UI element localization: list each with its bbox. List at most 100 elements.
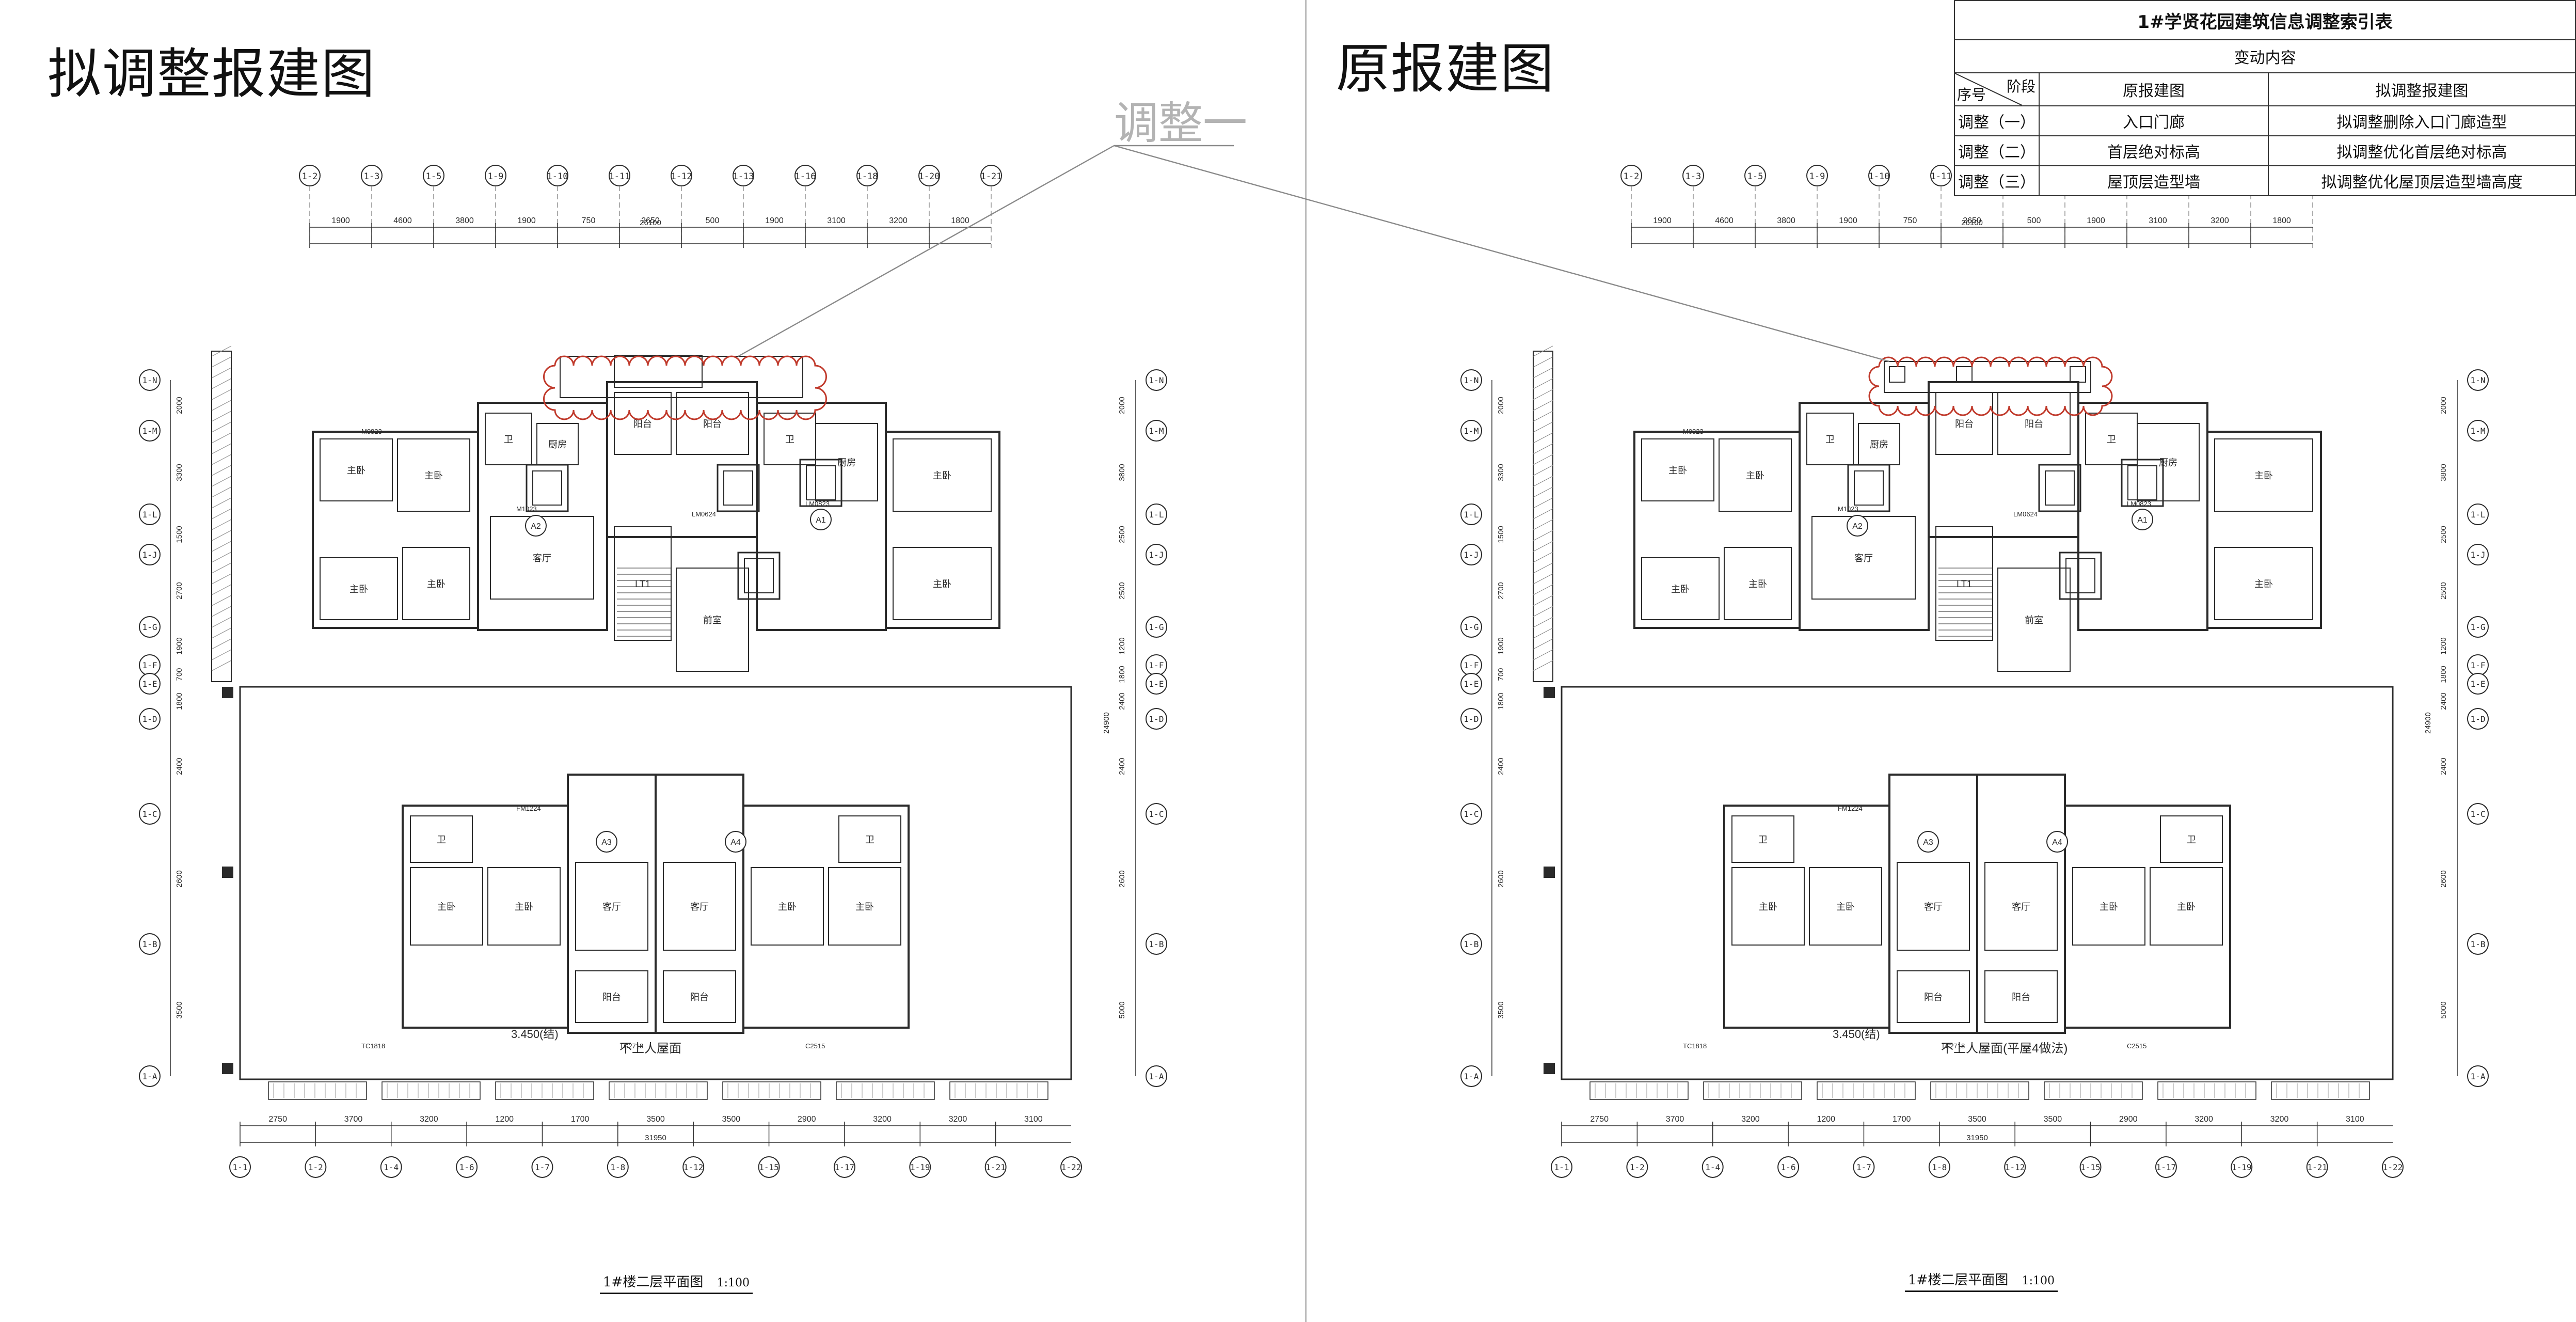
axis-label: 1-21 bbox=[985, 1162, 1006, 1172]
axis-label: 1-N bbox=[2471, 375, 2486, 385]
wall-hatch bbox=[1533, 486, 1553, 498]
dim-text-left: 3300 bbox=[175, 464, 184, 481]
axis-bubble bbox=[1146, 1065, 1167, 1087]
lift-shaft bbox=[717, 464, 760, 512]
room-label: 阳台 bbox=[1924, 992, 1943, 1002]
right-title: 原报建图 bbox=[1336, 37, 1555, 100]
room-label: 主卧 bbox=[1748, 579, 1767, 589]
wall-hatch bbox=[1533, 617, 1553, 628]
room-label: 主卧 bbox=[933, 470, 951, 481]
unit-tag-label: A1 bbox=[816, 516, 826, 525]
axis-label: 1-5 bbox=[1747, 171, 1763, 182]
room-label: 主卧 bbox=[2254, 579, 2273, 589]
axis-label: 1-17 bbox=[2156, 1162, 2176, 1172]
axis-bubble bbox=[1146, 420, 1167, 442]
dim-text-bottom: 3100 bbox=[2346, 1115, 2364, 1124]
dim-text-top: 1900 bbox=[331, 216, 350, 225]
wall-hatch bbox=[211, 421, 232, 433]
dim-text-right: 2400 bbox=[1118, 758, 1126, 775]
axis-bubble bbox=[1460, 673, 1482, 695]
planter-box bbox=[268, 1081, 367, 1100]
wall-hatch bbox=[211, 400, 232, 411]
room-outline bbox=[2150, 867, 2223, 946]
axis-bubble bbox=[1146, 369, 1167, 391]
room-label: 主卧 bbox=[427, 579, 446, 589]
window-tag: C2515 bbox=[805, 1042, 825, 1050]
wall-hatch bbox=[211, 497, 232, 509]
column-mark bbox=[1544, 687, 1555, 698]
unit-wall-lower bbox=[742, 805, 910, 1029]
axis-label: 1-M bbox=[2471, 426, 2486, 436]
porch-outline bbox=[560, 356, 803, 398]
room-label: 阳台 bbox=[633, 419, 652, 429]
dim-text-left: 1800 bbox=[1497, 693, 1505, 710]
row-original: 屋顶层造型墙 bbox=[2039, 165, 2269, 196]
window-tag: LM0624 bbox=[692, 510, 716, 518]
axis-label: 1-J bbox=[1149, 550, 1164, 560]
axis-bubble bbox=[1460, 420, 1482, 442]
room-label: 卫 bbox=[2107, 434, 2116, 445]
column-mark bbox=[222, 687, 233, 698]
axis-bubble bbox=[139, 1065, 161, 1087]
axis-bubble bbox=[1146, 616, 1167, 638]
wall-hatch bbox=[211, 411, 232, 422]
wall-hatch bbox=[1533, 552, 1553, 563]
axis-label: 1-E bbox=[1464, 679, 1479, 689]
axis-label: 1-22 bbox=[1061, 1162, 1082, 1172]
axis-label: 1-G bbox=[142, 622, 157, 632]
axis-bubble bbox=[2004, 1156, 2026, 1178]
window-tag: M0823 bbox=[361, 428, 382, 435]
dim-text-bottom: 1700 bbox=[571, 1115, 590, 1124]
axis-label: 1-N bbox=[142, 375, 157, 385]
window-tag: LM0823 bbox=[2127, 500, 2151, 508]
dim-text-bottom: 3100 bbox=[1024, 1115, 1043, 1124]
axis-label: 1-D bbox=[1149, 714, 1164, 724]
dim-text-right: 2400 bbox=[2439, 758, 2448, 775]
axis-bubble bbox=[758, 1156, 780, 1178]
axis-label: 1-F bbox=[2471, 660, 2486, 670]
room-outline bbox=[1809, 867, 1882, 946]
axis-bubble bbox=[380, 1156, 402, 1178]
table-row: 调整（一） 入口门廊 拟调整删除入口门廊造型 bbox=[1954, 105, 2576, 136]
dim-text-top: 750 bbox=[582, 216, 596, 225]
room-outline bbox=[828, 867, 901, 946]
wall-hatch bbox=[1533, 606, 1553, 617]
lift-shaft bbox=[2121, 459, 2164, 507]
window-tag: FM1224 bbox=[516, 805, 541, 812]
dim-text-bottom: 3500 bbox=[646, 1115, 665, 1124]
axis-bubble bbox=[139, 803, 161, 825]
axis-bubble bbox=[139, 420, 161, 442]
room-label: 主卧 bbox=[2177, 902, 2196, 912]
room-label: 主卧 bbox=[855, 902, 874, 912]
axis-bubble bbox=[139, 503, 161, 525]
planter-box bbox=[2271, 1081, 2370, 1100]
dim-text-left: 2700 bbox=[175, 582, 184, 599]
wall-hatch bbox=[1533, 356, 1553, 368]
window-tag: M1023 bbox=[1838, 505, 1858, 513]
unit-tag bbox=[810, 509, 832, 530]
room-label: 卫 bbox=[865, 835, 874, 845]
lift-shaft bbox=[737, 552, 781, 600]
window-tag: TC1818 bbox=[1683, 1042, 1707, 1050]
axis-bubble bbox=[531, 1156, 553, 1178]
room-outline bbox=[410, 815, 473, 863]
dim-text-right: 2500 bbox=[2439, 526, 2448, 543]
revision-cloud bbox=[543, 355, 827, 420]
dim-text-top: 1800 bbox=[951, 216, 969, 225]
dim-text-bottom: 1700 bbox=[1893, 1115, 1911, 1124]
room-label: 主卧 bbox=[2100, 902, 2118, 912]
axis-bubble bbox=[1853, 1156, 1875, 1178]
room-outline bbox=[663, 970, 736, 1023]
unit-wall-upper bbox=[1928, 381, 2079, 538]
axis-label: 1-J bbox=[142, 550, 157, 560]
axis-bubble bbox=[909, 1156, 931, 1178]
dim-text-left: 3500 bbox=[1497, 1001, 1505, 1018]
axis-bubble bbox=[1460, 544, 1482, 565]
axis-label: 1-B bbox=[1149, 939, 1164, 949]
wall-hatch bbox=[211, 465, 232, 476]
dim-text-bottom: 2750 bbox=[268, 1115, 287, 1124]
room-outline bbox=[320, 557, 398, 620]
room-outline bbox=[751, 867, 824, 946]
wall-hatch bbox=[1533, 378, 1553, 389]
wall-hatch bbox=[1533, 595, 1553, 606]
